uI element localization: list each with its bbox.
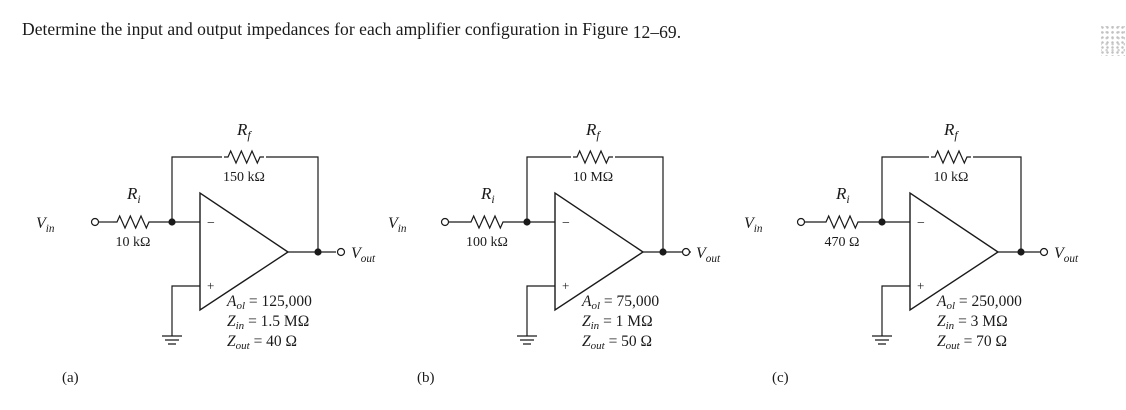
rf-label: Rf (585, 120, 601, 142)
vout-label: Vout (351, 245, 376, 265)
plus-sign: + (917, 278, 924, 293)
output-junction-dot (1017, 248, 1025, 256)
output-terminal (336, 247, 346, 257)
zin-parameter: Zin = 1 MΩ (582, 313, 653, 332)
junction-dot (523, 218, 531, 226)
subfigure-label: (a) (62, 370, 79, 386)
feedback-wire-left (881, 156, 929, 222)
ri-value: 100 kΩ (466, 235, 508, 250)
minus-sign: − (562, 216, 570, 231)
ri-label: Ri (480, 184, 495, 206)
ground-symbol (517, 335, 537, 345)
zout-parameter: Zout = 50 Ω (582, 333, 652, 352)
feedback-wire-right (973, 156, 1022, 252)
input-resistor (467, 214, 507, 230)
vout-label: Vout (696, 245, 721, 265)
input-resistor (113, 214, 153, 230)
aol-parameter: Aol = 75,000 (581, 293, 659, 312)
ri-value: 470 Ω (825, 235, 860, 250)
ground-wire (171, 285, 200, 336)
feedback-resistor (224, 149, 264, 165)
subfigure-label: (b) (417, 370, 435, 386)
zout-parameter: Zout = 40 Ω (227, 333, 297, 352)
rf-value: 10 kΩ (934, 170, 969, 185)
ground-wire (526, 285, 555, 336)
junction-dot (168, 218, 176, 226)
aol-parameter: Aol = 250,000 (936, 293, 1022, 312)
plus-sign: + (562, 278, 569, 293)
output-terminal (1039, 247, 1049, 257)
zin-parameter: Zin = 1.5 MΩ (227, 313, 309, 332)
ground-symbol (162, 335, 182, 345)
feedback-resistor (931, 149, 971, 165)
ri-value: 10 kΩ (116, 235, 151, 250)
rf-label: Rf (236, 120, 252, 142)
op-amp-triangle (554, 191, 645, 312)
input-terminal (796, 217, 806, 227)
rf-label: Rf (943, 120, 959, 142)
output-junction-dot (659, 248, 667, 256)
rf-value: 150 kΩ (223, 170, 265, 185)
aol-parameter: Aol = 125,000 (226, 293, 312, 312)
feedback-wire-left (171, 156, 222, 222)
vin-label: Vin (744, 215, 763, 235)
subfigure-label: (c) (772, 370, 789, 386)
op-amp-triangle (909, 191, 1000, 312)
question-text: Determine the input and output impedance… (22, 19, 682, 42)
zin-parameter: Zin = 3 MΩ (937, 313, 1008, 332)
figure-reference: 12–69. (632, 22, 682, 42)
question-body: Determine the input and output impedance… (22, 19, 633, 39)
output-terminal (681, 247, 691, 257)
vin-label: Vin (388, 215, 407, 235)
rf-value: 10 MΩ (573, 170, 613, 185)
ground-symbol (872, 335, 892, 345)
input-resistor (822, 214, 862, 230)
vin-label: Vin (36, 215, 55, 235)
ri-label: Ri (126, 184, 141, 206)
feedback-wire-right (266, 156, 319, 252)
output-junction-dot (314, 248, 322, 256)
zout-parameter: Zout = 70 Ω (937, 333, 1007, 352)
ground-wire (881, 285, 910, 336)
input-terminal (90, 217, 100, 227)
vout-label: Vout (1054, 245, 1079, 265)
feedback-resistor (573, 149, 613, 165)
minus-sign: − (207, 216, 215, 231)
op-amp-triangle (199, 191, 290, 312)
plus-sign: + (207, 278, 214, 293)
feedback-wire-left (526, 156, 571, 222)
scan-artifact (1101, 26, 1125, 56)
minus-sign: − (917, 216, 925, 231)
input-terminal (440, 217, 450, 227)
feedback-wire-right (615, 156, 664, 252)
junction-dot (878, 218, 886, 226)
ri-label: Ri (835, 184, 850, 206)
